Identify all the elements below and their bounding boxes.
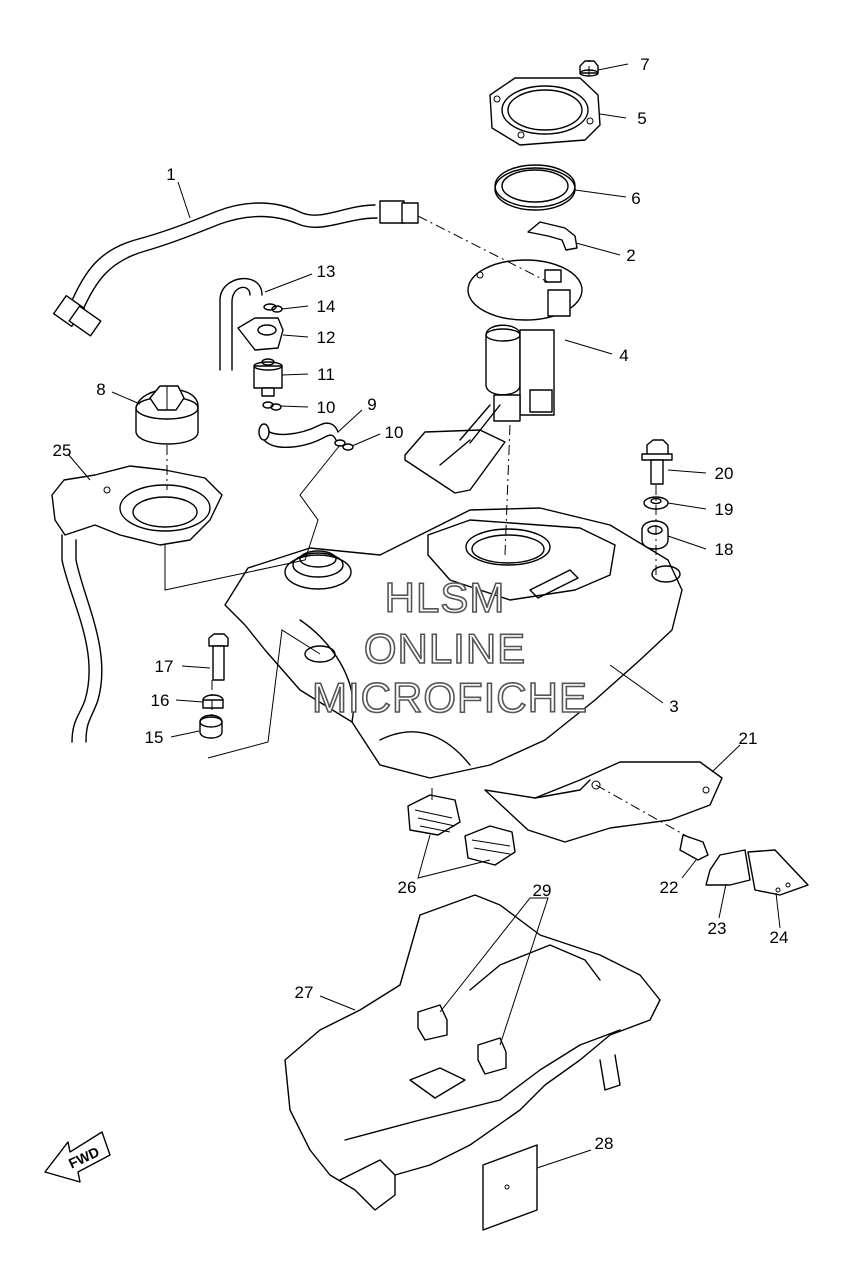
- clamp-part-10: [262, 401, 354, 451]
- bolt-part-22: [679, 834, 709, 861]
- callout-26: 26: [398, 878, 417, 897]
- watermark-line-2: ONLINE: [364, 625, 526, 672]
- pad-part-24: [747, 849, 809, 896]
- watermark: HLSM ONLINE MICROFICHE: [311, 573, 588, 722]
- callout-10a: 10: [317, 398, 336, 417]
- watermark-line-3: MICROFICHE: [312, 674, 588, 721]
- callout-labels: 1 2 3 4 5 6 7 8 9 10 10 11 12 13 14 15 1…: [53, 55, 789, 1153]
- callout-12: 12: [317, 328, 336, 347]
- fuel-tank-part-3: [224, 507, 683, 779]
- callout-4: 4: [619, 346, 628, 365]
- callout-7: 7: [640, 55, 649, 74]
- clamp-part-14: [263, 303, 283, 313]
- callout-25: 25: [53, 441, 72, 460]
- pad-part-28: [482, 1144, 538, 1231]
- fuel-pump-cover-part-5: [489, 77, 601, 146]
- breather-hose-part-13: [219, 278, 263, 371]
- callout-27: 27: [295, 983, 314, 1002]
- side-panel-part-21: [484, 761, 723, 843]
- callout-19: 19: [715, 500, 734, 519]
- leader-lines: [67, 63, 781, 1169]
- bolt-part-20: [641, 439, 673, 485]
- callout-24: 24: [770, 928, 789, 947]
- rollover-valve-part-11: [253, 358, 283, 397]
- callout-8: 8: [96, 380, 105, 399]
- clip-part-2: [527, 221, 578, 251]
- cushion-part-26: [407, 794, 516, 866]
- fuel-hose-part-1: [52, 200, 419, 337]
- fuel-cap-part-8: [135, 385, 199, 445]
- callout-17: 17: [155, 657, 174, 676]
- drain-tray-part-25: [51, 465, 223, 743]
- fuel-pump-part-4: [404, 259, 583, 494]
- callout-22: 22: [660, 878, 679, 897]
- forward-direction-arrow: FWD: [44, 1131, 111, 1183]
- block-part-29: [417, 1004, 507, 1075]
- pad-part-23: [705, 849, 751, 886]
- callout-1: 1: [166, 165, 175, 184]
- callout-3: 3: [669, 697, 678, 716]
- callout-18: 18: [715, 540, 734, 559]
- callout-2: 2: [626, 246, 635, 265]
- damper-part-18: [641, 520, 669, 550]
- damper-part-15: [199, 714, 223, 739]
- callout-14: 14: [317, 297, 336, 316]
- callout-11: 11: [317, 365, 335, 384]
- callout-13: 13: [317, 262, 336, 281]
- callout-15: 15: [145, 728, 164, 747]
- reference-lines: [164, 60, 691, 839]
- callout-10b: 10: [385, 423, 404, 442]
- callout-21: 21: [739, 729, 758, 748]
- under-cover-part-27: [284, 894, 661, 1211]
- callout-28: 28: [595, 1134, 614, 1153]
- hose-part-9: [258, 422, 339, 449]
- callout-5: 5: [637, 109, 646, 128]
- callout-23: 23: [708, 919, 727, 938]
- bracket-part-12: [237, 317, 284, 351]
- watermark-line-1: HLSM: [385, 574, 506, 621]
- callout-29: 29: [533, 881, 552, 900]
- gasket-part-6: [494, 164, 576, 211]
- collar-part-16: [202, 694, 224, 709]
- callout-20: 20: [715, 464, 734, 483]
- callout-9: 9: [367, 395, 376, 414]
- bolt-part-17: [208, 633, 229, 681]
- callout-16: 16: [151, 691, 170, 710]
- callout-6: 6: [631, 189, 640, 208]
